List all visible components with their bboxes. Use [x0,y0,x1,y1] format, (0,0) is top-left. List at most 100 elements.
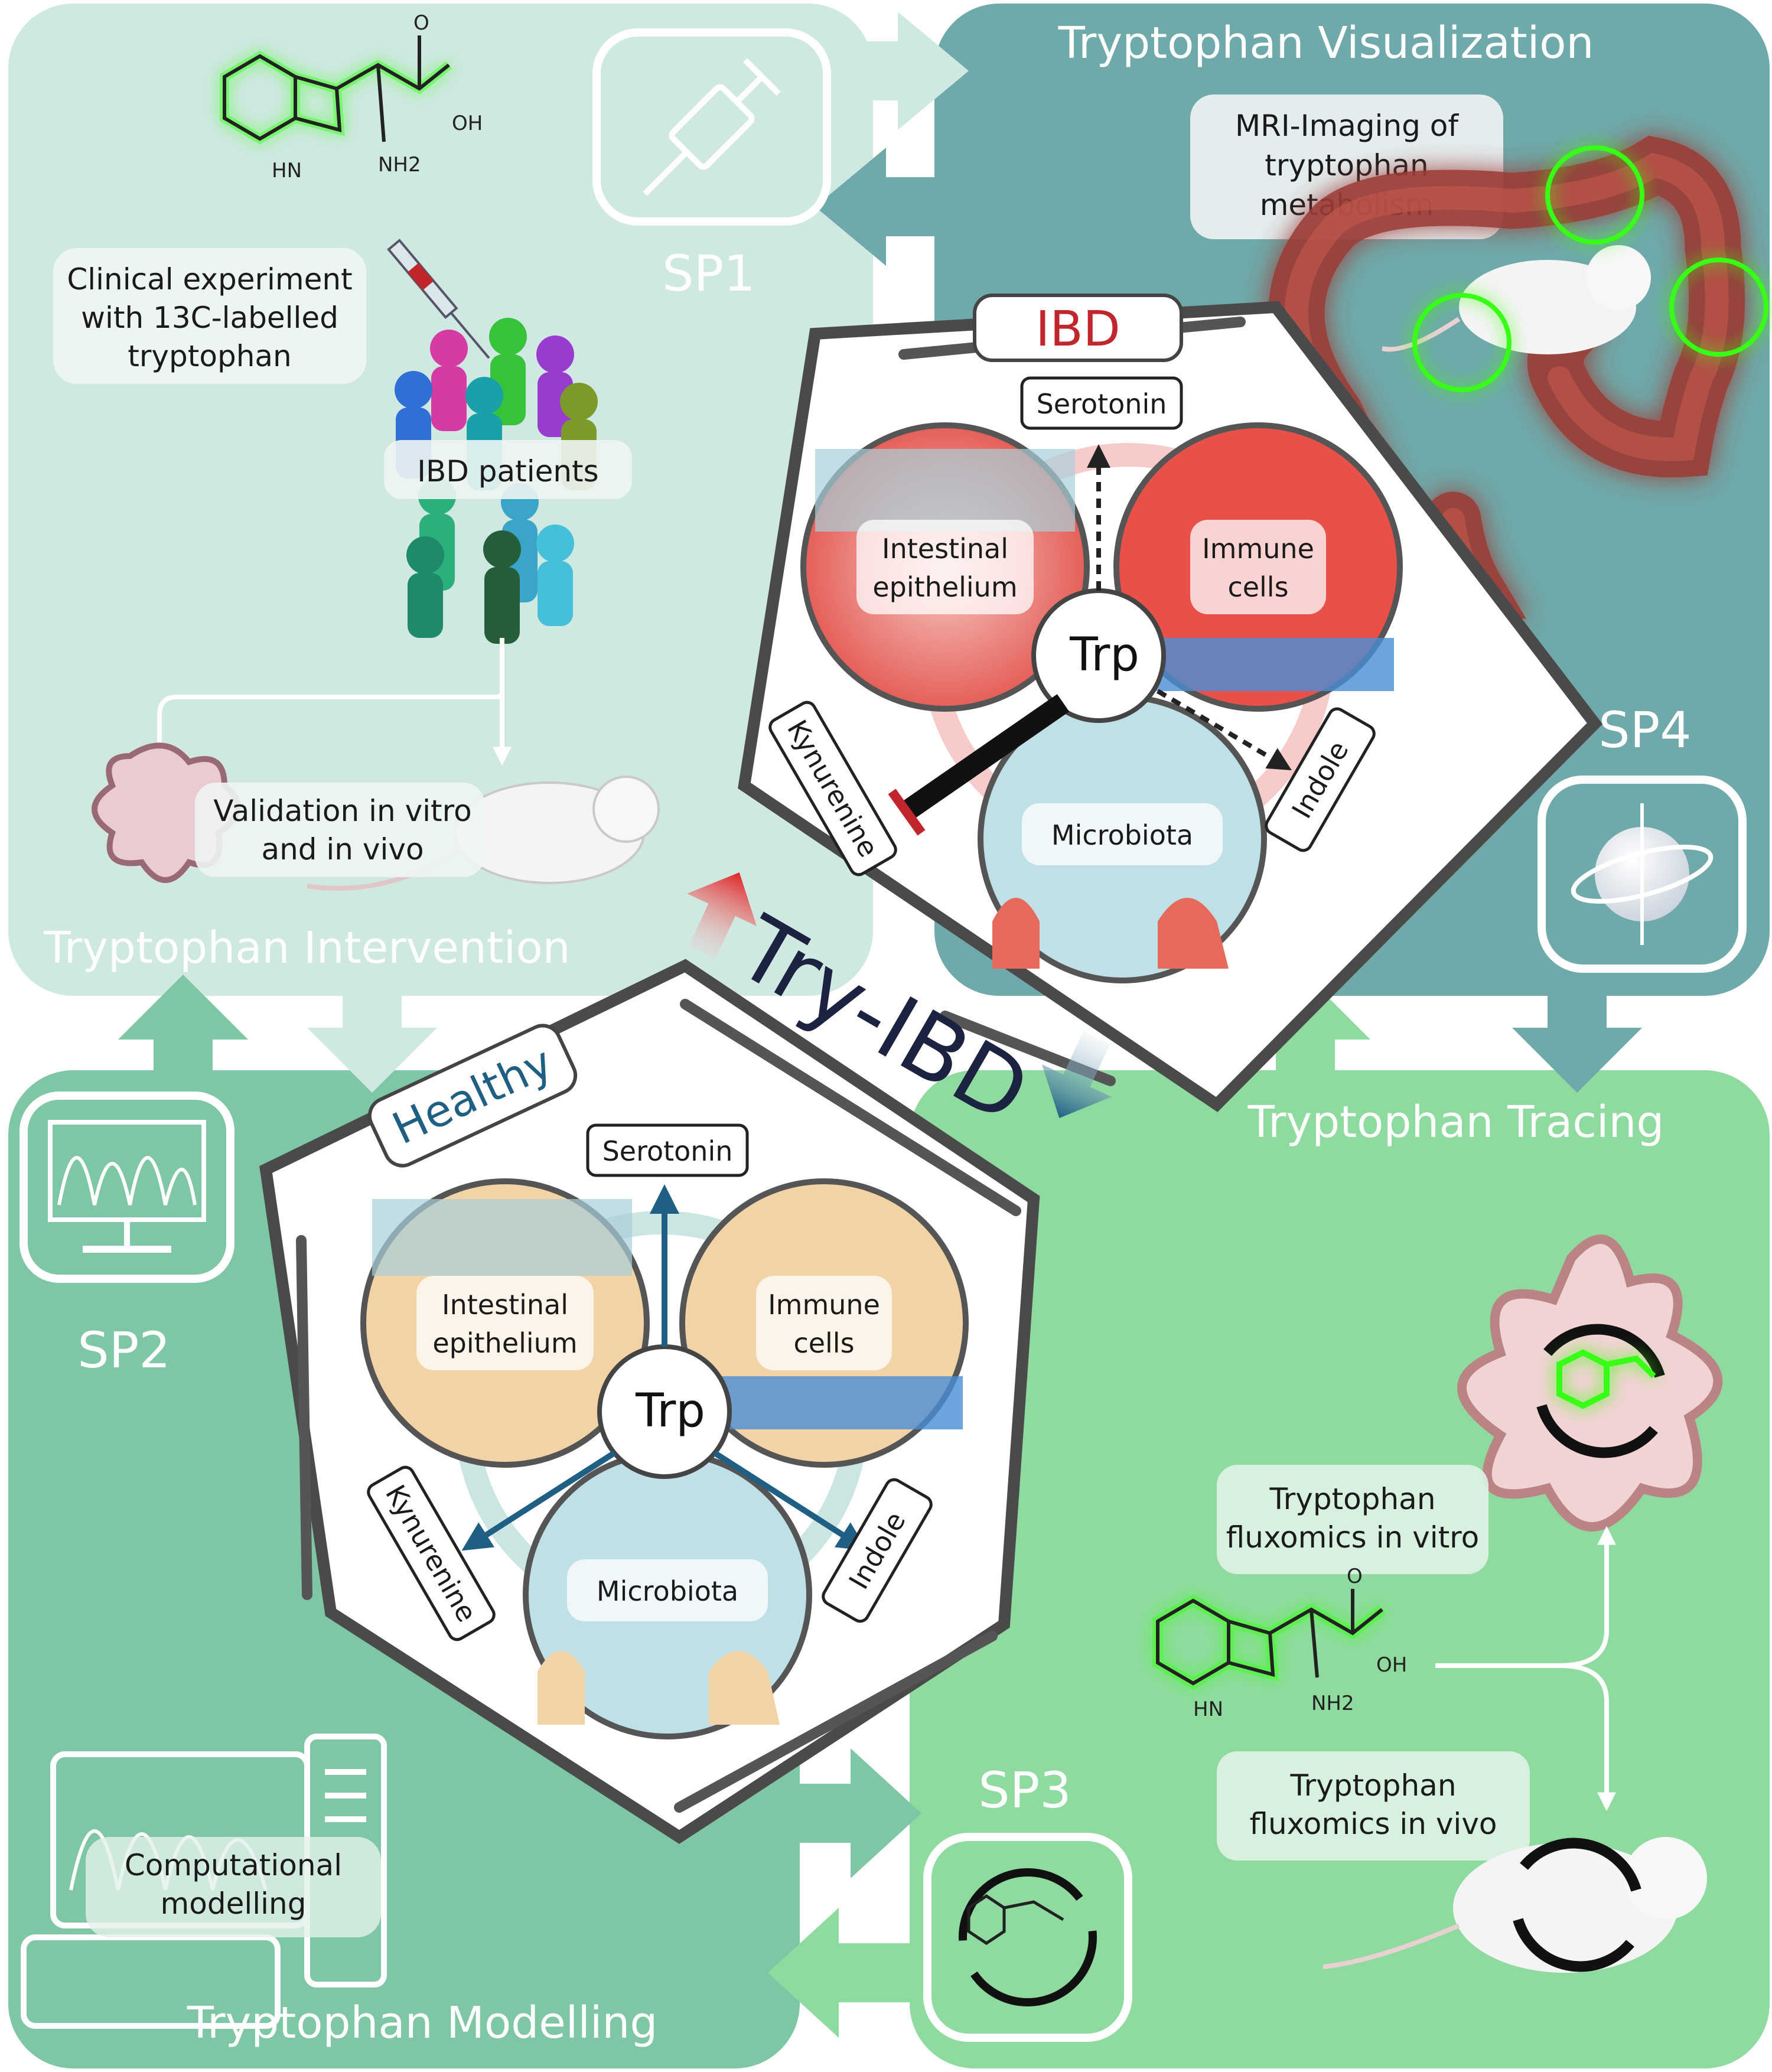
ibd-microbiota-box [1022,803,1223,865]
ibd-immune-line-1: Immune [1202,533,1314,565]
sp3-chem-o: O [1347,1565,1363,1588]
sp4-code: SP4 [1598,701,1691,759]
healthy-microbiota-label: Microbiota [597,1575,738,1607]
arrow-sp3-to-sp4 [1240,975,1370,1099]
monitor-chart-icon [19,1092,234,1283]
nmr-sphere-icon [1538,776,1747,973]
healthy-hexagon-accent-3 [674,1631,998,1813]
fluxomics-vivo-line-2: fluxomics in vivo [1250,1807,1497,1841]
sp1-title: Tryptophan Intervention [43,923,570,973]
fluxomics-vitro-line-2: fluxomics in vitro [1226,1520,1479,1555]
ibd-label: IBD [1035,301,1120,357]
tryptophan-molecule-sp3-lines [1156,1589,1383,1686]
cycle-arrows-icon-vitro [1536,1324,1665,1458]
healthy-serotonin-label: Serotonin [602,1135,733,1167]
clinical-experiment-line-1: Clinical experiment [67,262,352,297]
fluxomics-vitro-box [1217,1465,1488,1574]
healthy-immune-line-2: cells [793,1327,854,1359]
ibd-kynurenine-arrow [903,694,1070,818]
tracing-cycle-icon [923,1833,1132,2042]
arrow-sp2-to-sp1 [118,975,248,1099]
organoid-icon-sp3 [1457,1234,1723,1532]
clinical-experiment-box [53,248,366,384]
healthy-immune-line-1: Immune [768,1289,880,1321]
ibd-immune-box [1190,520,1326,614]
fluxomics-vivo-box [1217,1751,1530,1861]
tryptophan-mini-vitro [1556,1349,1656,1409]
ibd-epithelium-line-2: epithelium [872,571,1017,603]
healthy-microbiota-tissue [538,1651,780,1725]
sp3-code: SP3 [978,1761,1071,1819]
clinical-experiment-line-3: tryptophan [128,339,291,373]
arrow-sp1-to-sp4 [815,12,969,130]
sp3-title: Tryptophan Tracing [1247,1097,1664,1148]
ibd-immune-line-2: cells [1227,571,1288,603]
sp3-flow-arrows [1435,1526,1616,1812]
mri-line-1: MRI-Imaging of [1235,109,1459,143]
ibd-patients-box [384,440,632,499]
small-syringe-icon [387,239,490,359]
healthy-immune-box [756,1276,892,1370]
ibd-epithelium-box [856,520,1034,614]
cycle-arrows-icon-vivo [1513,1838,1641,1972]
ibd-indole-arrow [1156,689,1292,771]
healthy-immune-vessel [685,1376,963,1429]
fluxomics-vivo-line-1: Tryptophan [1289,1768,1456,1803]
ibd-serotonin-box [1020,376,1183,430]
healthy-epithelium-line-2: epithelium [432,1327,577,1359]
blue-transition-arrow [1041,1031,1112,1118]
ibd-epithelium-water [815,449,1075,532]
mouse-icon-sp3 [1323,1837,1707,1973]
modelling-line-1: Computational [125,1848,342,1882]
ibd-microbiota-tissue [992,898,1229,969]
sp2-code: SP2 [77,1321,170,1379]
ibd-kynurenine-inhibit [888,789,926,836]
sp1-chem-o: O [413,11,429,35]
sp1-chem-hn: HN [272,159,302,183]
computational-modelling-box [86,1837,381,1937]
ibd-immune-vessel [1122,638,1394,691]
sp1-chem-oh: OH [452,112,483,135]
syringe-icon [592,28,831,226]
healthy-hexagon-accent-1 [680,999,1021,1216]
ibd-label-box [973,294,1183,362]
healthy-serotonin-box [586,1123,749,1177]
healthy-trp-label: Trp [635,1384,705,1438]
healthy-kynurenine-arrow [461,1450,616,1551]
sp3-chem-nh2: NH2 [1311,1692,1354,1715]
red-transition-arrow [687,872,757,959]
arrow-sp2-to-sp3 [768,1748,921,1878]
validation-line-2: and in vivo [261,832,424,866]
clinical-experiment-line-2: with 13C-labelled [81,301,338,335]
healthy-indole-arrow [713,1450,868,1551]
arrow-sp1-to-sp2 [307,957,437,1093]
modelling-line-2: modelling [161,1887,307,1921]
sp3-chem-oh: OH [1376,1653,1407,1677]
healthy-microbiota-box [567,1559,768,1621]
panel-connector-arrows [118,12,1642,2038]
validation-box [195,783,484,877]
sp1-code: SP1 [662,245,755,302]
healthy-hexagon-accent-2 [296,1235,312,1600]
ibd-serotonin-label: Serotonin [1037,388,1167,420]
fluxomics-vitro-line-1: Tryptophan [1269,1482,1435,1516]
mouse-icon-sp4 [1382,245,1651,354]
healthy-epithelium-line-1: Intestinal [442,1289,568,1321]
sp4-title: Tryptophan Visualization [1058,18,1594,69]
sp1-flow-arrows [150,638,512,766]
arrow-sp3-to-sp2 [768,1908,921,2038]
sp1-chem-nh2: NH2 [378,153,421,177]
healthy-epithelium-box [416,1276,594,1370]
validation-line-1: Validation in vitro [213,794,471,828]
sp3-chem-hn: HN [1193,1698,1223,1721]
ibd-epithelium-line-1: Intestinal [882,533,1008,565]
arrow-sp4-to-sp1 [815,148,969,266]
ibd-patients-label: IBD patients [417,454,598,488]
molecule-markers [1412,145,1768,392]
ibd-trp-label: Trp [1069,628,1139,682]
ibd-microbiota-label: Microbiota [1051,819,1193,851]
arrow-sp4-to-sp3 [1512,945,1642,1093]
tryptophan-molecule-sp1-lines [223,35,450,142]
healthy-epithelium-water [372,1199,632,1276]
